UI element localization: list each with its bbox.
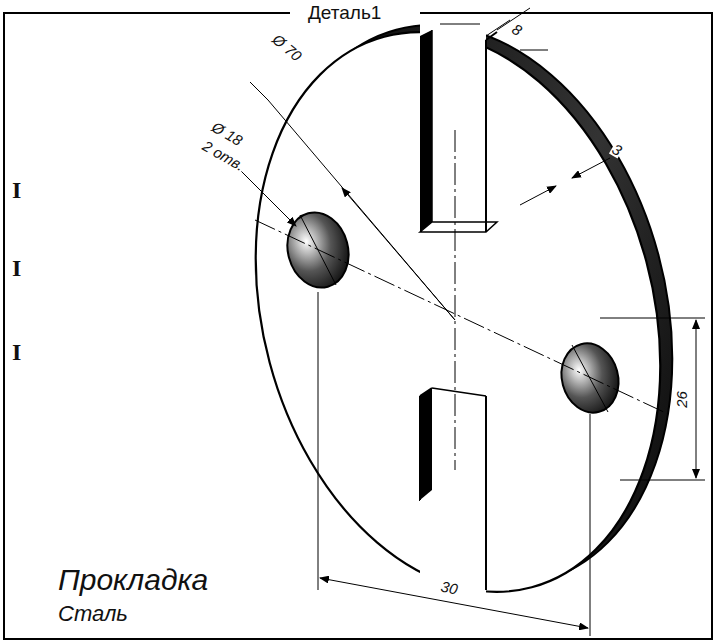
frame-title: Деталь1 [302, 3, 387, 22]
part-name: Прокладка [58, 565, 208, 595]
margin-mark: I [12, 178, 21, 202]
margin-mark: I [12, 340, 21, 364]
distance-dimension: 30 [439, 578, 460, 597]
thickness-dimension: 3 [609, 140, 625, 158]
width-dimension: 8 [509, 20, 525, 38]
material-note: Сталь [58, 603, 128, 625]
margin-mark: I [12, 256, 21, 280]
diameter-dimension: Ø 70 [269, 31, 305, 65]
height-dimension: 26 [674, 390, 689, 409]
